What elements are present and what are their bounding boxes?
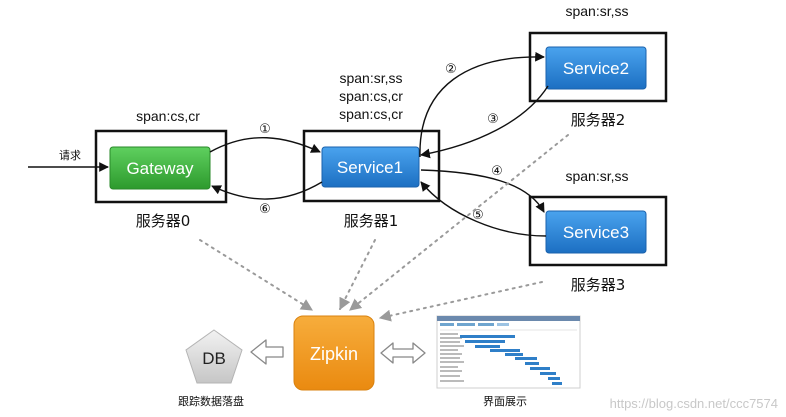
service1-span-label-2: span:cs,cr	[339, 88, 403, 104]
hollow-double-arrow-icon	[380, 342, 426, 364]
service2-label: Service2	[563, 59, 629, 78]
service2-span-label: span:sr,ss	[565, 3, 628, 19]
db-node: DB	[185, 329, 243, 384]
gateway-node: Gateway	[109, 146, 211, 190]
request-label: 请求	[59, 149, 81, 162]
server3-caption: 服务器3	[571, 276, 626, 294]
service1-span-label-3: span:cs,cr	[339, 106, 403, 122]
ui-preview-caption: 界面展示	[483, 395, 527, 408]
db-caption: 跟踪数据落盘	[178, 394, 244, 408]
service1-span-label-1: span:sr,ss	[339, 70, 402, 86]
server2-frame	[528, 31, 668, 103]
service1-label: Service1	[337, 158, 403, 177]
zipkin-label: Zipkin	[310, 344, 358, 364]
service2-node: Service2	[545, 46, 647, 90]
step-4: ④	[491, 164, 503, 179]
watermark: https://blog.csdn.net/ccc7574	[610, 396, 778, 411]
db-label: DB	[202, 349, 226, 368]
service3-label: Service3	[563, 223, 629, 242]
ui-preview-thumbnail	[436, 315, 581, 389]
server3-frame	[528, 195, 668, 267]
report-arrow-server0	[199, 239, 314, 311]
gateway-span-label: span:cs,cr	[136, 108, 200, 124]
arrow-gateway-to-service1	[209, 136, 321, 153]
arrow-service3-to-service1	[420, 181, 547, 237]
step-5: ⑤	[472, 208, 484, 223]
report-arrow-server1	[339, 239, 376, 311]
step-2: ②	[445, 62, 457, 77]
server1-frame	[302, 129, 441, 203]
server0-caption: 服务器0	[136, 212, 191, 230]
service3-node: Service3	[545, 210, 647, 254]
step-1: ①	[259, 122, 271, 137]
arrow-service1-to-service2	[419, 51, 545, 158]
report-arrow-server2	[349, 134, 569, 311]
gateway-label: Gateway	[126, 159, 194, 178]
arrow-service2-to-service1	[420, 85, 549, 159]
step-3: ③	[487, 112, 499, 127]
server2-caption: 服务器2	[571, 111, 626, 129]
server1-caption: 服务器1	[344, 212, 399, 230]
arrow-service1-to-service3	[420, 169, 545, 213]
service1-node: Service1	[321, 146, 420, 188]
service3-span-label: span:sr,ss	[565, 168, 628, 184]
zipkin-node: Zipkin	[293, 315, 375, 391]
db-pentagon-icon	[185, 329, 243, 384]
report-arrow-server3	[378, 281, 543, 322]
hollow-arrow-to-db-icon	[250, 339, 284, 365]
arrow-service1-to-gateway	[211, 181, 323, 200]
step-6: ⑥	[259, 202, 271, 217]
